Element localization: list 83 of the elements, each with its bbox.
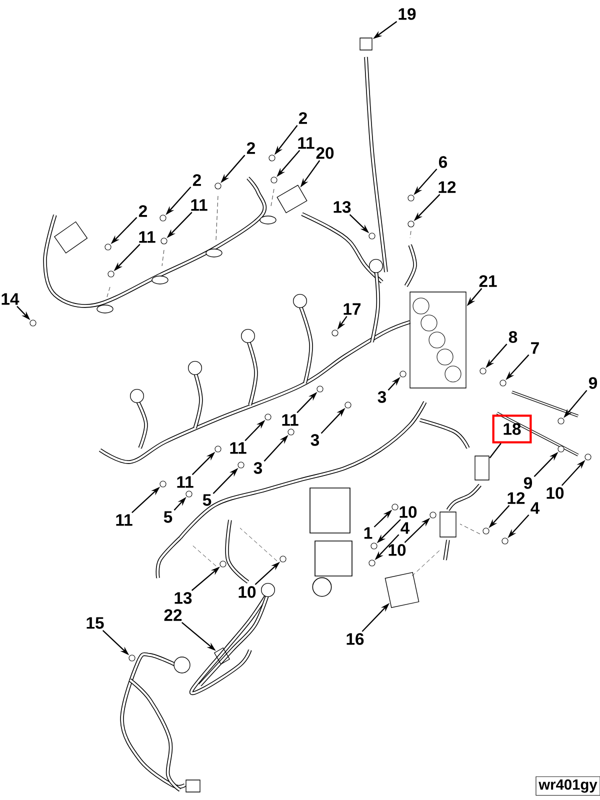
- fastener: [332, 330, 338, 336]
- callout-number: 11: [177, 476, 194, 488]
- fastener: [316, 386, 324, 392]
- fastener: [160, 214, 166, 222]
- fastener: [220, 560, 226, 568]
- callout-number: 2: [138, 205, 147, 217]
- callout-number: 11: [191, 199, 208, 211]
- fastener: [408, 194, 414, 202]
- fastener: [264, 414, 272, 420]
- callout-number: 13: [174, 592, 192, 604]
- highlighted-callout-number: 18: [492, 414, 532, 444]
- callout-number: 10: [388, 544, 406, 556]
- callout-number: 12: [508, 492, 525, 504]
- fastener: [214, 182, 222, 190]
- fastener: [108, 270, 114, 278]
- fastener: [104, 244, 112, 250]
- callout-number: 11: [116, 514, 132, 526]
- fastener: [368, 560, 376, 566]
- callout-number: 12: [438, 181, 456, 193]
- callout-number: 11: [230, 442, 246, 454]
- callout-number: 9: [524, 477, 532, 489]
- fastener: [558, 446, 564, 452]
- fastener: [160, 238, 168, 244]
- callout-number: 10: [400, 506, 417, 518]
- fastener: [584, 454, 592, 460]
- fastener: [344, 402, 352, 408]
- callout-number: 20: [316, 147, 334, 159]
- fastener: [430, 512, 436, 518]
- callout-number: 2: [246, 142, 255, 154]
- figure-code: wr401gy: [536, 776, 600, 796]
- callout-number: 11: [298, 137, 314, 149]
- fastener: [238, 462, 244, 468]
- callout-number: 14: [2, 293, 20, 305]
- callout-number: 17: [344, 303, 361, 315]
- fastener: [480, 368, 486, 374]
- fastener: [268, 154, 276, 162]
- callout-number: 10: [238, 586, 256, 598]
- callout-number: 2: [298, 112, 307, 124]
- callout-number: 16: [346, 633, 364, 645]
- callout-number: 3: [254, 462, 262, 474]
- callout-number: 5: [202, 494, 212, 506]
- callout-number: 4: [400, 522, 410, 534]
- component: [410, 292, 466, 388]
- component: [474, 456, 490, 480]
- fastener: [128, 654, 136, 662]
- component: [276, 184, 308, 214]
- fastener: [558, 418, 564, 424]
- callout-number: 8: [508, 331, 518, 343]
- callout-number: 15: [86, 617, 104, 629]
- callout-number: 9: [588, 377, 598, 389]
- fastener: [500, 380, 506, 386]
- fastener: [408, 220, 414, 228]
- callout-number: 13: [334, 201, 351, 213]
- callout-number: 4: [530, 502, 540, 514]
- callout-number: 22: [164, 609, 182, 621]
- fastener: [280, 556, 286, 562]
- callout-number: 11: [139, 231, 156, 243]
- callout-number: 19: [398, 8, 416, 20]
- fastener: [400, 370, 406, 378]
- fastener: [370, 542, 378, 550]
- callout-number: 10: [546, 487, 564, 499]
- fastener: [392, 504, 398, 510]
- fastener: [270, 176, 278, 184]
- fastener: [368, 232, 376, 240]
- callout-number: 21: [479, 275, 497, 287]
- fastener: [502, 538, 508, 544]
- callout-number: 5: [164, 511, 172, 523]
- callout-number: 3: [310, 434, 320, 446]
- leader-line: [489, 443, 502, 458]
- callout-number: 6: [438, 156, 448, 168]
- callout-number: 1: [364, 527, 372, 539]
- callout-number: 11: [282, 414, 298, 426]
- fastener: [160, 480, 166, 488]
- component: [360, 38, 372, 50]
- callout-number: 3: [378, 391, 386, 403]
- component: [384, 572, 420, 608]
- fastener: [482, 528, 490, 534]
- fastener: [30, 320, 36, 326]
- callout-number: 2: [192, 174, 201, 186]
- callout-number: 7: [531, 342, 539, 354]
- fastener: [214, 446, 222, 452]
- fastener: [288, 428, 294, 436]
- fastener: [186, 490, 192, 498]
